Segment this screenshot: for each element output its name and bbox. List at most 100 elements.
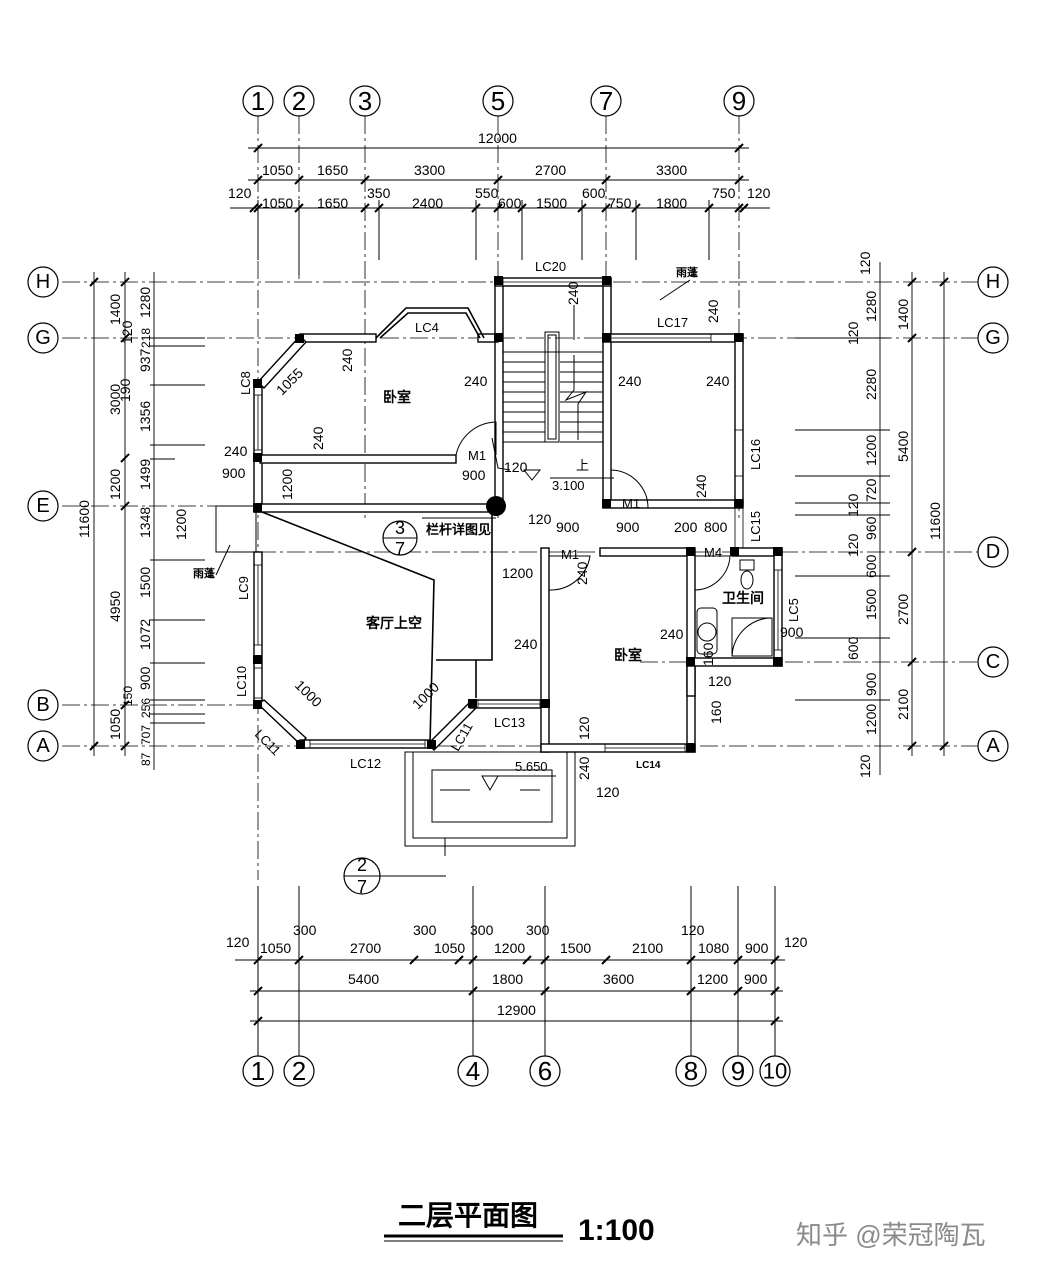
dim-right-r2-9: 600 xyxy=(863,554,879,578)
door-tag-m1-c: M1 xyxy=(561,547,579,562)
axis-bubble-left-E xyxy=(27,490,59,522)
dim-left-r2-3: 218 xyxy=(139,328,153,348)
win-tag-lc15: LC15 xyxy=(748,511,763,542)
axis-bubbles-right: H G D C A xyxy=(977,266,1009,762)
dim-right-r2-7: 960 xyxy=(863,516,879,540)
door-tag-m1-b: M1 xyxy=(622,496,640,511)
axis-label-bottom-6: 6 xyxy=(538,1056,552,1086)
dimension-chain-bottom: 120 1050 300 2700 300 1050 300 1200 300 … xyxy=(226,922,808,1026)
doors xyxy=(455,421,731,591)
dim-left-r1-2: 1200 xyxy=(107,469,123,500)
idim-13: 120 xyxy=(528,511,552,527)
door-tag-m4: M4 xyxy=(704,545,722,560)
axis-label-bottom-8: 8 xyxy=(684,1056,698,1086)
dim-left-r2-9: 1072 xyxy=(137,619,153,650)
idim-6: 240 xyxy=(224,443,248,459)
dim-right-r2-13: 1200 xyxy=(863,704,879,735)
level-5650: 5.650 xyxy=(515,759,548,774)
axis-bubble-top-7 xyxy=(590,85,622,117)
axis-bubble-right-G xyxy=(977,322,1009,354)
axis-label-top-1: 1 xyxy=(251,86,265,116)
dim-left-r1-4: 1050 xyxy=(107,709,123,740)
dim-right-r2-12: 900 xyxy=(863,672,879,696)
railing-note: 栏杆详图见 xyxy=(426,522,491,537)
axis-bubbles-top: 1 2 3 5 7 9 xyxy=(242,85,755,117)
axis-bubble-right-C xyxy=(977,646,1009,678)
axis-label-right-D: D xyxy=(986,541,1000,563)
dim-left-r2-6: 1499 xyxy=(137,459,153,490)
axis-label-bottom-2: 2 xyxy=(292,1056,306,1086)
win-tag-lc20: LC20 xyxy=(535,259,566,274)
dim-right-r2-4: 1200 xyxy=(863,435,879,466)
dim-right-r2-11: 600 xyxy=(845,636,861,660)
axis-bubble-left-G xyxy=(27,322,59,354)
idim-23: 240 xyxy=(574,561,590,585)
dim-top-r2-2: 1650 xyxy=(317,195,348,211)
idim-31: 120 xyxy=(596,784,620,800)
dim-left-r2-14: 87 xyxy=(139,752,153,766)
idim-0: 240 xyxy=(339,348,355,372)
dim-bottom-r2-0: 5400 xyxy=(348,971,379,987)
dim-right-r1-1: 5400 xyxy=(895,431,911,462)
idim-24: 240 xyxy=(514,636,538,652)
callout-2-den: 7 xyxy=(357,877,367,897)
idim-19: 1200 xyxy=(502,565,533,581)
dim-right-r2-8: 120 xyxy=(845,533,861,557)
axis-label-bottom-10: 10 xyxy=(763,1059,787,1084)
dim-top-r2-11: 750 xyxy=(712,185,736,201)
axis-label-top-3: 3 xyxy=(358,86,372,116)
interior-dimensions: 240 240 240 240 240 240 240 240 240 900 … xyxy=(173,281,804,800)
axis-bubble-top-3 xyxy=(349,85,381,117)
axis-label-top-5: 5 xyxy=(491,86,505,116)
dim-top-r1-1: 1650 xyxy=(317,162,348,178)
win-tag-lc16: LC16 xyxy=(748,439,763,470)
drawing-title: 二层平面图 xyxy=(398,1200,538,1231)
idim-27: 120 xyxy=(708,673,732,689)
dim-bottom-r1-5: 1050 xyxy=(434,940,465,956)
stair-up-label: 上 xyxy=(576,458,589,473)
dim-bottom-r2-4: 900 xyxy=(744,971,768,987)
dim-left-r2-4: 190 xyxy=(117,378,133,402)
idim-11: 120 xyxy=(504,459,528,475)
axis-label-right-G: G xyxy=(985,327,1001,349)
dim-bottom-r1-8: 300 xyxy=(526,922,550,938)
win-tag-lc12: LC12 xyxy=(350,756,381,771)
axis-bubble-top-9 xyxy=(723,85,755,117)
bathroom-fixtures xyxy=(696,559,773,657)
dim-left-r2-12: 256 xyxy=(139,698,153,718)
callout-2-num: 2 xyxy=(357,855,367,875)
axis-bubble-right-H xyxy=(977,266,1009,298)
dim-top-r2-5: 550 xyxy=(475,185,499,201)
dim-right-r1-0: 1400 xyxy=(895,299,911,330)
dim-top-r1-3: 2700 xyxy=(535,162,566,178)
idim-16: 800 xyxy=(704,519,728,535)
dim-left-total: 11600 xyxy=(76,500,92,538)
dim-left-r1-0: 1400 xyxy=(107,294,123,325)
dim-left-r2-5: 1356 xyxy=(137,401,153,432)
dim-right-r2-0: 120 xyxy=(857,251,873,275)
win-tag-lc11-left: LC11 xyxy=(252,727,284,759)
axis-bubble-top-1 xyxy=(242,85,274,117)
dim-bottom-r1-9: 1500 xyxy=(560,940,591,956)
dim-top-r2-3: 350 xyxy=(367,185,391,201)
dim-top-r2-10: 1800 xyxy=(656,195,687,211)
dim-bottom-r1-13: 900 xyxy=(745,940,769,956)
win-tag-lc4: LC4 xyxy=(415,320,439,335)
axis-label-right-H: H xyxy=(986,271,1000,293)
dim-top-r2-1: 1050 xyxy=(262,195,293,211)
idim-15: 200 xyxy=(674,519,698,535)
axis-bubbles-left: H G E B A xyxy=(27,266,59,762)
drawing-scale: 1:100 xyxy=(578,1214,655,1247)
idim-5: 240 xyxy=(705,299,721,323)
dim-left-r1-1: 3000 xyxy=(107,384,123,415)
title-block: 二层平面图 1:100 知乎 @荣冠陶瓦 xyxy=(384,1200,986,1250)
dim-bottom-r1-4: 300 xyxy=(413,922,437,938)
axis-label-left-A: A xyxy=(36,735,50,757)
axis-bubble-right-A xyxy=(977,730,1009,762)
dim-left-r2-7: 1348 xyxy=(137,507,153,538)
dim-top-r1-4: 3300 xyxy=(656,162,687,178)
idim-32: 900 xyxy=(780,624,804,640)
win-tag-lc9: LC9 xyxy=(236,576,251,600)
dim-right-r1-3: 2100 xyxy=(895,689,911,720)
axis-label-top-7: 7 xyxy=(599,86,613,116)
